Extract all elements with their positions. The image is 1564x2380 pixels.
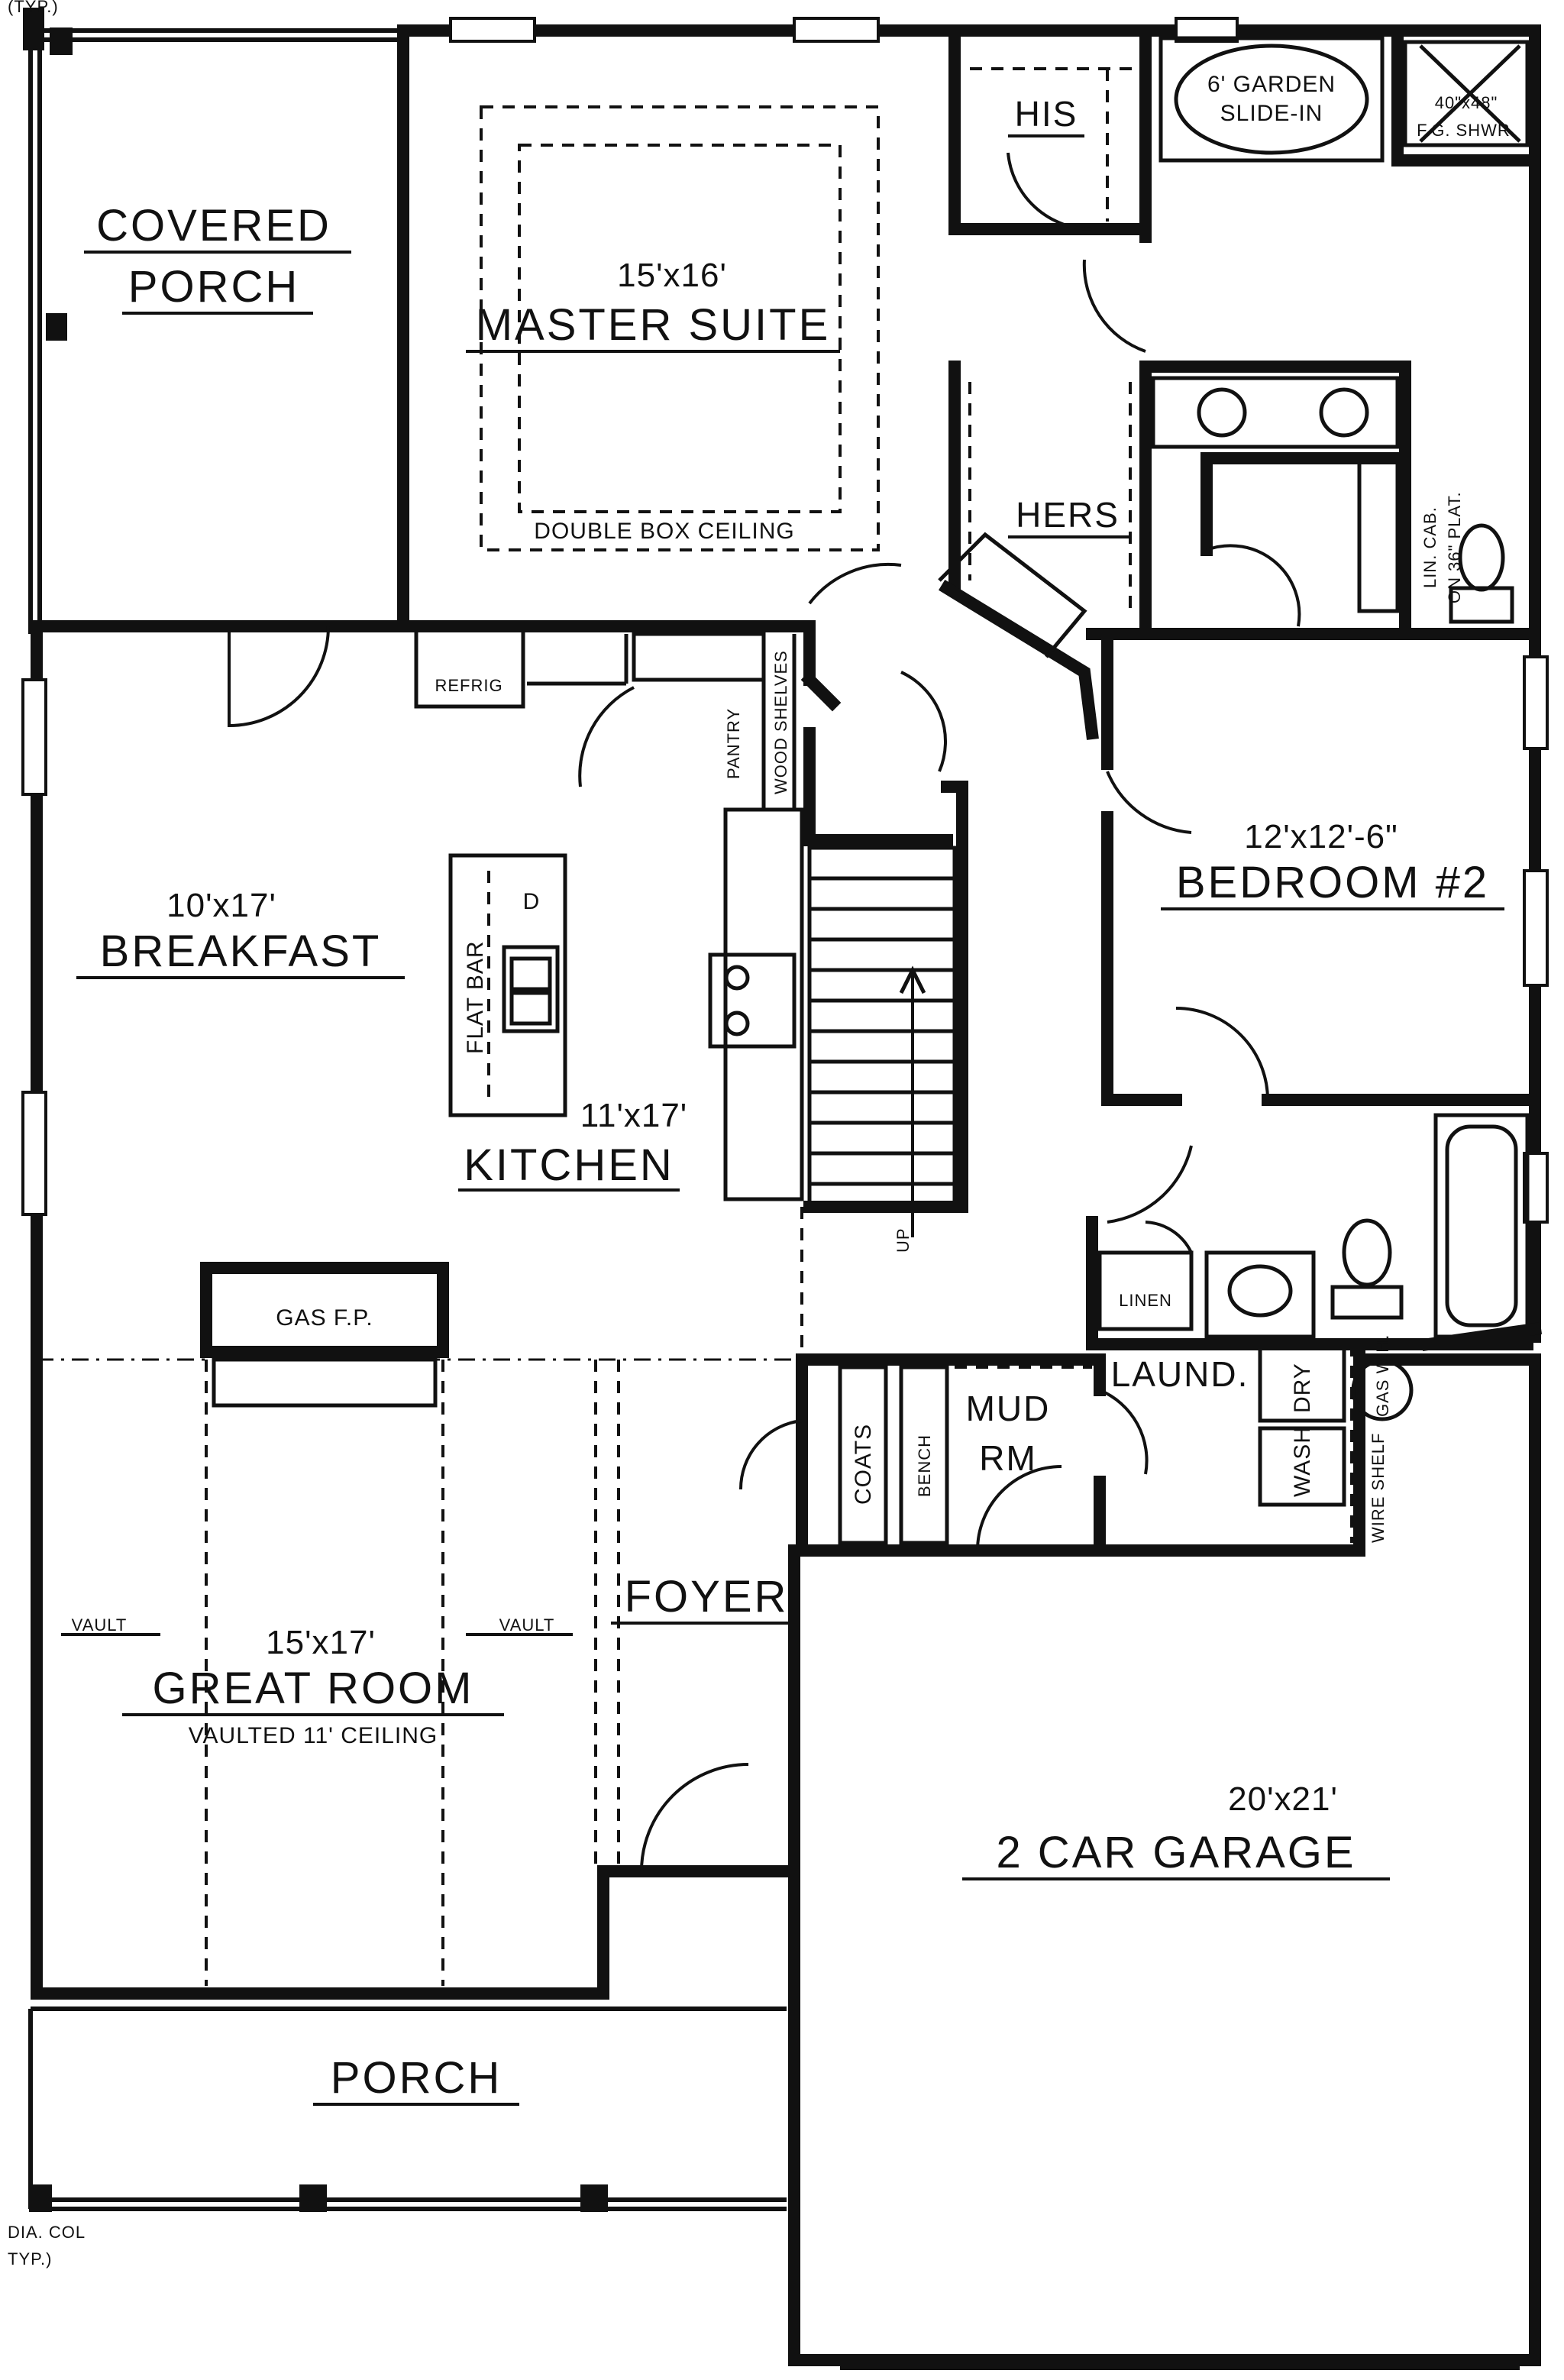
master-suite-ceiling: DOUBLE BOX CEILING	[534, 519, 794, 544]
linen-label: LINEN	[1119, 1291, 1172, 1310]
bench-label: BENCH	[915, 1434, 934, 1497]
master-suite-dimensions: 15'x16'	[617, 257, 727, 294]
flat-bar-label: FLAT BAR	[463, 940, 488, 1054]
porch-label: PORCH	[331, 2053, 502, 2103]
garden-tub-label-2: SLIDE-IN	[1220, 101, 1323, 126]
shower-label-1: 40"x48"	[1435, 93, 1498, 112]
stairs	[807, 846, 957, 1237]
garage-name: 2 CAR GARAGE	[996, 1828, 1356, 1877]
kitchen-dimensions: 11'x17'	[580, 1097, 687, 1134]
column-note-2: TYP.)	[8, 2249, 52, 2268]
hall-bath-fixtures	[1097, 1113, 1530, 1339]
great-room-vault-left: VAULT	[72, 1615, 128, 1635]
stairs-up-label: UP	[893, 1227, 913, 1253]
great-room-name: GREAT ROOM	[153, 1664, 474, 1713]
gas-fp-label: GAS F.P.	[276, 1305, 373, 1331]
pantry-label: PANTRY	[724, 708, 743, 779]
breakfast-name: BREAKFAST	[100, 926, 382, 976]
covered-porch-area	[23, 8, 405, 634]
mud-room-label-2: RM	[979, 1438, 1037, 1478]
foyer-label: FOYER	[625, 1572, 789, 1622]
kitchen-name: KITCHEN	[464, 1140, 674, 1190]
great-room-vault-right: VAULT	[499, 1615, 555, 1635]
pantry-shelves-label: WOOD SHELVES	[771, 650, 790, 794]
laundry-label: LAUND.	[1111, 1354, 1249, 1394]
doors	[228, 152, 1301, 1872]
coats-label: COATS	[851, 1424, 876, 1505]
hers-closet-label: HERS	[1016, 495, 1120, 535]
walls	[31, 24, 1543, 2366]
great-room-ceiling: VAULTED 11' CEILING	[189, 1723, 438, 1748]
master-bath-fixtures	[1151, 36, 1530, 624]
breakfast-dimensions: 10'x17'	[166, 887, 276, 924]
covered-porch-label-1: COVERED	[96, 201, 331, 251]
refrig-label: REFRIG	[435, 676, 502, 695]
garage-dimensions: 20'x21'	[1228, 1780, 1338, 1818]
covered-porch-label-2: PORCH	[128, 262, 299, 312]
front-porch	[28, 2007, 787, 2212]
column-note-1: DIA. COL	[8, 2223, 86, 2242]
mudroom-fixtures	[838, 1365, 1092, 1545]
shower-label-2: F.G. SHWR.	[1417, 121, 1516, 140]
note-top-corner: (TYP.)	[8, 0, 59, 16]
mud-room-label-1: MUD	[966, 1389, 1051, 1428]
great-room-lines	[37, 1207, 803, 1986]
linen-cab-label-1: LIN. CAB.	[1420, 506, 1440, 588]
bedroom2-dimensions: 12'x12'-6"	[1244, 818, 1398, 855]
linen-cab-label-2: ON 36" PLAT.	[1445, 491, 1464, 603]
his-closet-label: HIS	[1015, 94, 1078, 134]
dishwasher-label: D	[523, 889, 541, 914]
water-heater-label: GAS W.H.	[1373, 1334, 1392, 1417]
double-box-ceiling	[480, 105, 880, 551]
dryer-label: DRY	[1290, 1363, 1315, 1413]
washer-label: WASH	[1290, 1426, 1315, 1497]
bedroom2-name: BEDROOM #2	[1176, 858, 1489, 907]
closet-shelves	[938, 67, 1138, 658]
laundry-fixtures	[1258, 1342, 1414, 1543]
kitchen-fixtures	[414, 628, 804, 1201]
master-suite-name: MASTER SUITE	[476, 300, 831, 350]
great-room-dimensions: 15'x17'	[266, 1624, 376, 1661]
garden-tub-label-1: 6' GARDEN	[1207, 72, 1336, 97]
wire-shelf-label: WIRE SHELF	[1368, 1433, 1388, 1543]
